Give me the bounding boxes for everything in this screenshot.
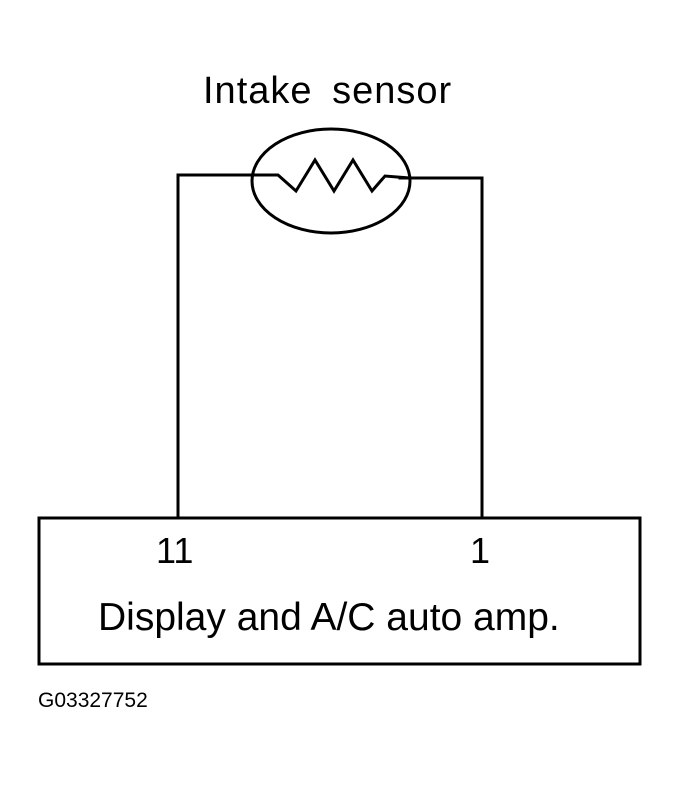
wire-pin-11: [176, 173, 262, 520]
figure-id: G03327752: [38, 689, 148, 712]
sensor-enclosure: [250, 127, 412, 235]
sensor-label: Intake sensor: [203, 70, 453, 112]
wire-pin-1: [398, 176, 484, 520]
pin-1-label: 1: [470, 530, 491, 571]
module-box: [37, 516, 642, 666]
thermistor-icon: [258, 157, 411, 194]
module-label: Display and A/C auto amp.: [98, 596, 560, 639]
pin-11-label: 11: [156, 530, 194, 571]
